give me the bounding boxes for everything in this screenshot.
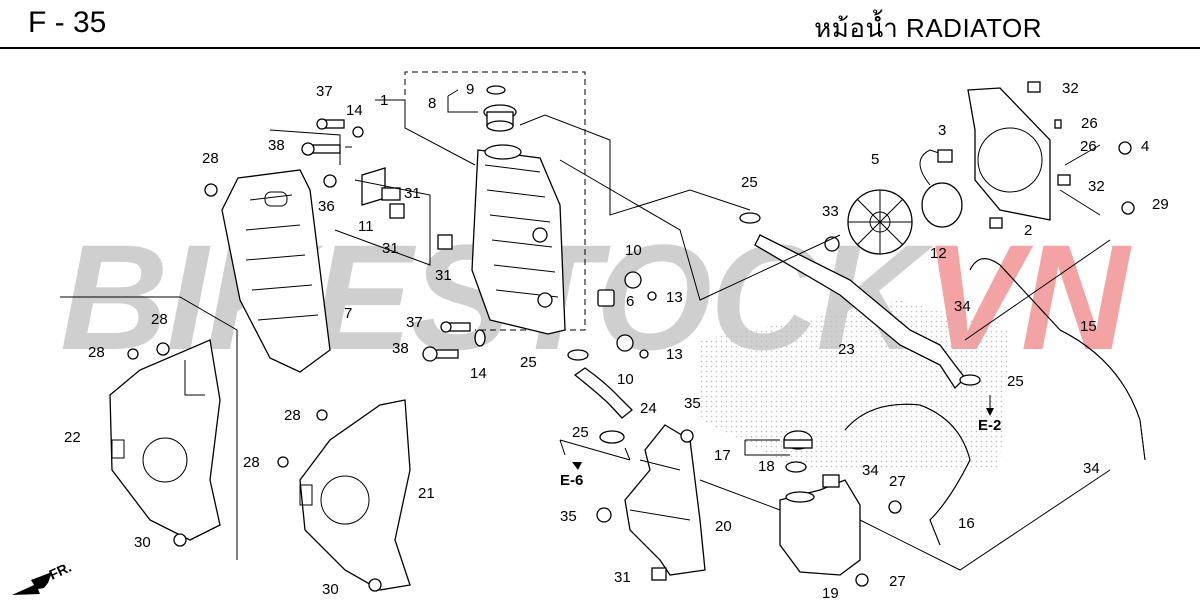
radiator-core <box>471 144 566 335</box>
callout-27: 27 <box>889 473 906 490</box>
front-direction-arrow: FR. <box>12 559 74 595</box>
callout-10: 10 <box>625 242 642 259</box>
callout-34: 34 <box>954 298 971 315</box>
callout-32: 32 <box>1088 178 1105 195</box>
callout-28: 28 <box>284 407 301 424</box>
callout-34: 34 <box>1083 460 1100 477</box>
upper-hose <box>739 212 981 390</box>
side-guard-left <box>109 339 221 547</box>
callout-2: 2 <box>1024 222 1032 239</box>
callout-22: 22 <box>64 429 81 446</box>
callout-16: 16 <box>958 515 975 532</box>
figure-code: F - 35 <box>28 6 107 39</box>
fasteners-left <box>204 118 657 362</box>
side-guard-right <box>277 399 411 592</box>
lower-hose <box>567 349 633 444</box>
callout-numbers: 37 14 1 9 8 38 28 36 31 11 31 7 31 10 6 … <box>64 80 1169 602</box>
radiator-cap <box>483 85 517 132</box>
callout-25: 25 <box>1007 373 1024 390</box>
figure-title: หม้อน้ำ RADIATOR <box>814 13 1042 43</box>
callout-14: 14 <box>470 365 487 382</box>
callout-15: 15 <box>1080 318 1097 335</box>
callout-20: 20 <box>715 518 732 535</box>
header-rule <box>0 47 1200 49</box>
callout-17: 17 <box>714 447 731 464</box>
callout-31: 31 <box>382 240 399 257</box>
callout-7: 7 <box>344 305 352 322</box>
callout-25: 25 <box>520 354 537 371</box>
fan-shroud <box>967 81 1135 229</box>
fr-label: FR. <box>47 559 74 583</box>
callout-32: 32 <box>1062 80 1079 97</box>
callout-5: 5 <box>871 151 879 168</box>
callout-8: 8 <box>428 95 436 112</box>
callout-10: 10 <box>617 371 634 388</box>
callout-26: 26 <box>1080 138 1097 155</box>
callout-14: 14 <box>346 102 363 119</box>
callout-4: 4 <box>1141 138 1149 155</box>
overflow-hose <box>969 258 1146 461</box>
callout-35: 35 <box>560 508 577 525</box>
fan-assembly <box>824 149 963 255</box>
ref-e2: E-2 <box>978 417 1001 434</box>
callout-13: 13 <box>666 346 683 363</box>
reserve-tank <box>779 474 902 587</box>
callout-30: 30 <box>322 581 339 598</box>
callout-26: 26 <box>1081 115 1098 132</box>
callout-28: 28 <box>243 454 260 471</box>
tank-bracket <box>596 424 706 581</box>
callout-37: 37 <box>316 83 333 100</box>
callout-11: 11 <box>358 218 374 235</box>
callout-30: 30 <box>134 534 151 551</box>
callout-6: 6 <box>626 293 634 310</box>
callout-28: 28 <box>88 344 105 361</box>
callout-19: 19 <box>822 585 839 602</box>
callout-24: 24 <box>640 400 657 417</box>
callout-31: 31 <box>435 267 452 284</box>
ref-e6: E-6 <box>560 472 583 489</box>
dotted-region <box>700 300 1010 470</box>
callout-21: 21 <box>418 485 435 502</box>
callout-1: 1 <box>380 92 388 109</box>
callout-38: 38 <box>268 137 285 154</box>
callout-31: 31 <box>614 569 631 586</box>
callout-36: 36 <box>318 198 335 215</box>
callout-37: 37 <box>406 314 423 331</box>
radiator-shroud <box>221 169 331 373</box>
callout-23: 23 <box>838 341 855 358</box>
callout-28: 28 <box>151 311 168 328</box>
callout-34: 34 <box>862 462 879 479</box>
page-header: F - 35 หม้อน้ำ RADIATOR <box>0 0 1200 49</box>
e2-arrow <box>986 408 994 416</box>
callout-25: 25 <box>741 174 758 191</box>
callout-27: 27 <box>889 573 906 590</box>
callout-25: 25 <box>572 424 589 441</box>
callout-18: 18 <box>758 458 775 475</box>
siphon-hose <box>844 403 971 546</box>
callout-38: 38 <box>392 340 409 357</box>
mount-brackets <box>361 167 615 307</box>
reserve-cap <box>783 430 813 473</box>
callout-28: 28 <box>202 150 219 167</box>
callout-33: 33 <box>822 203 839 220</box>
callout-31: 31 <box>404 185 421 202</box>
callout-13: 13 <box>666 289 683 306</box>
callout-29: 29 <box>1152 196 1169 213</box>
callout-35: 35 <box>684 395 701 412</box>
callout-12: 12 <box>930 245 947 262</box>
callout-9: 9 <box>466 81 474 98</box>
e6-arrow <box>572 462 582 470</box>
callout-3: 3 <box>938 122 946 139</box>
